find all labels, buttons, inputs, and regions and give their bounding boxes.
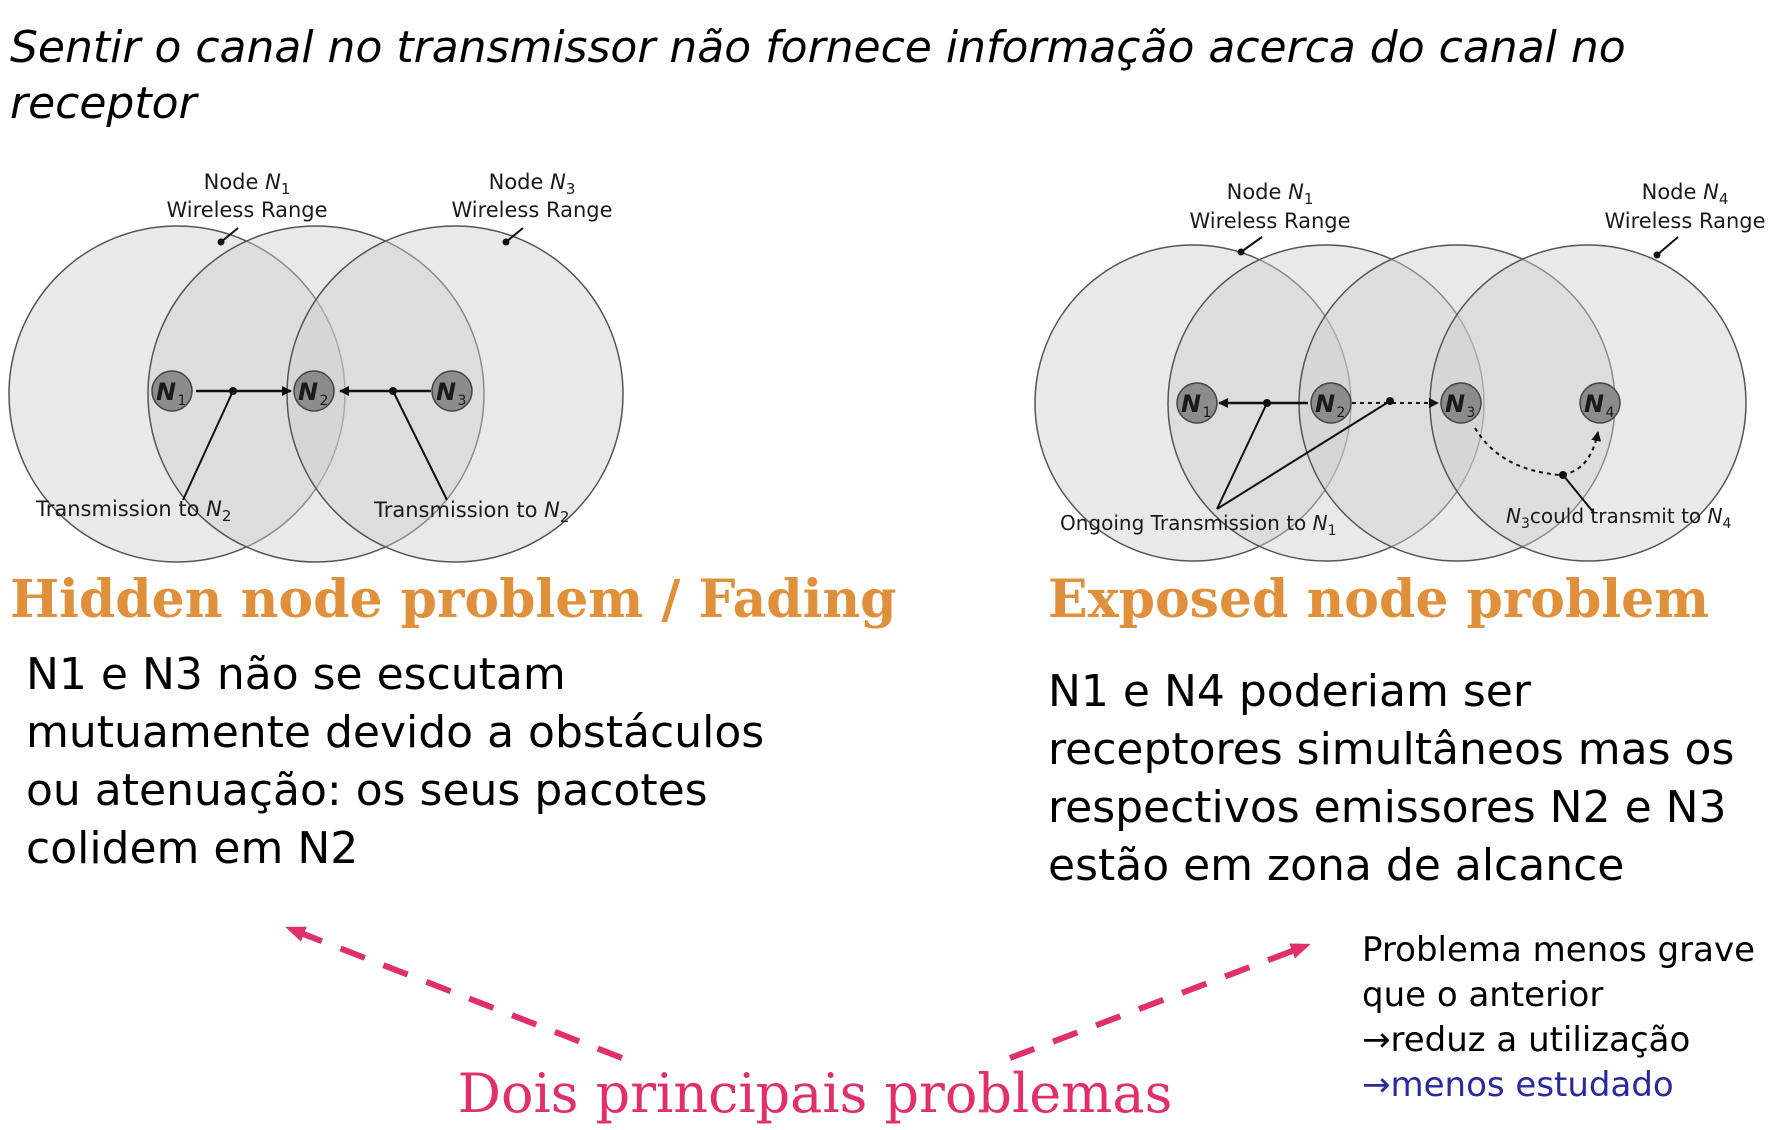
n4-range-label-2: Wireless Range <box>1604 209 1765 233</box>
body-line: N1 e N3 não se escutam <box>26 649 566 700</box>
svg-text:4: 4 <box>1606 405 1615 421</box>
node-n1: N 1 <box>1176 382 1218 424</box>
exposed-node-heading: Exposed node problem <box>1048 569 1710 630</box>
svg-text:1: 1 <box>178 393 187 409</box>
n1-range-label-2: Wireless Range <box>1189 209 1350 233</box>
node-n2: N 2 <box>293 370 335 412</box>
svg-text:3: 3 <box>458 393 467 409</box>
note-line: →reduz a utilização <box>1362 1020 1691 1060</box>
transmission-pointer-right <box>392 390 448 501</box>
caption-arrow-right <box>1008 942 1311 1061</box>
node-n3: N 3 <box>1440 382 1482 424</box>
n3-range-pointer <box>505 227 524 243</box>
n1-range-pointer <box>1240 236 1263 253</box>
svg-text:N: N <box>298 378 318 406</box>
ongoing-transmission-label: Ongoing Transmission to N1 <box>1060 511 1337 539</box>
hidden-node-heading: Hidden node problem / Fading <box>10 569 897 630</box>
hidden-node-diagram: Node N1 Wireless Range Node N3 Wireless … <box>8 170 624 563</box>
note-line: que o anterior <box>1362 975 1604 1015</box>
hidden-node-description: N1 e N3 não se escutam mutuamente devido… <box>26 646 764 878</box>
transmission-label-right: Transmission to N2 <box>373 498 569 526</box>
body-line: respectivos emissores N2 e N3 <box>1048 782 1727 833</box>
could-transmit-label: N3could transmit to N4 <box>1506 504 1731 532</box>
n3-to-n4-dashed-arrow <box>1474 427 1602 477</box>
n3-range-label: Node N3 <box>489 170 576 198</box>
body-line: mutuamente devido a obstáculos <box>26 707 765 758</box>
exposed-node-description: N1 e N4 poderiam ser receptores simultân… <box>1048 663 1734 895</box>
node-n1: N 1 <box>151 370 193 412</box>
could-transmit-pointer <box>1562 474 1595 514</box>
n3-range-label-2: Wireless Range <box>451 198 612 222</box>
slide-title: Sentir o canal no transmissor não fornec… <box>10 22 1626 129</box>
n3-range-pointer-dot <box>502 238 510 246</box>
svg-text:N: N <box>156 378 176 406</box>
n4-range-pointer-dot <box>1653 251 1661 259</box>
n1-range-pointer-dot <box>1237 248 1245 256</box>
svg-text:N: N <box>1584 390 1604 418</box>
svg-text:2: 2 <box>320 393 329 409</box>
bottom-caption: Dois principais problemas <box>457 1062 1173 1125</box>
node-n4: N 4 <box>1579 382 1621 424</box>
svg-text:N: N <box>436 378 456 406</box>
ongoing-pointer-1 <box>1216 402 1268 510</box>
side-note: Problema menos grave que o anterior →red… <box>1362 928 1755 1108</box>
node-n2: N 2 <box>1310 382 1352 424</box>
body-line: estão em zona de alcance <box>1048 840 1625 891</box>
n1-range-label: Node N1 <box>1227 180 1314 208</box>
n4-range-pointer <box>1656 236 1679 256</box>
body-line: N1 e N4 poderiam ser <box>1048 666 1531 717</box>
body-line: colidem em N2 <box>26 823 359 874</box>
svg-text:1: 1 <box>1203 405 1212 421</box>
svg-text:3: 3 <box>1467 405 1476 421</box>
svg-text:2: 2 <box>1337 405 1346 421</box>
n1-range-label-2: Wireless Range <box>166 198 327 222</box>
transmission-label-left: Transmission to N2 <box>35 497 231 525</box>
ongoing-pointer-2 <box>1216 400 1391 510</box>
transmission-pointer-left <box>182 390 234 501</box>
body-line: receptores simultâneos mas os <box>1048 724 1735 775</box>
n1-range-label: Node N1 <box>204 170 291 198</box>
node-n3: N 3 <box>431 370 473 412</box>
n4-range-label: Node N4 <box>1642 180 1729 208</box>
svg-text:N: N <box>1315 390 1335 418</box>
exposed-node-diagram: Node N1 Wireless Range Node N4 Wireless … <box>1034 180 1766 562</box>
body-line: ou atenuação: os seus pacotes <box>26 765 708 816</box>
n1-range-pointer <box>220 227 239 243</box>
n1-range-pointer-dot <box>217 238 225 246</box>
svg-text:N: N <box>1445 390 1465 418</box>
svg-text:N: N <box>1181 390 1201 418</box>
note-line-highlight: →menos estudado <box>1362 1065 1674 1105</box>
caption-arrow-left <box>285 925 624 1061</box>
note-line: Problema menos grave <box>1362 930 1755 970</box>
